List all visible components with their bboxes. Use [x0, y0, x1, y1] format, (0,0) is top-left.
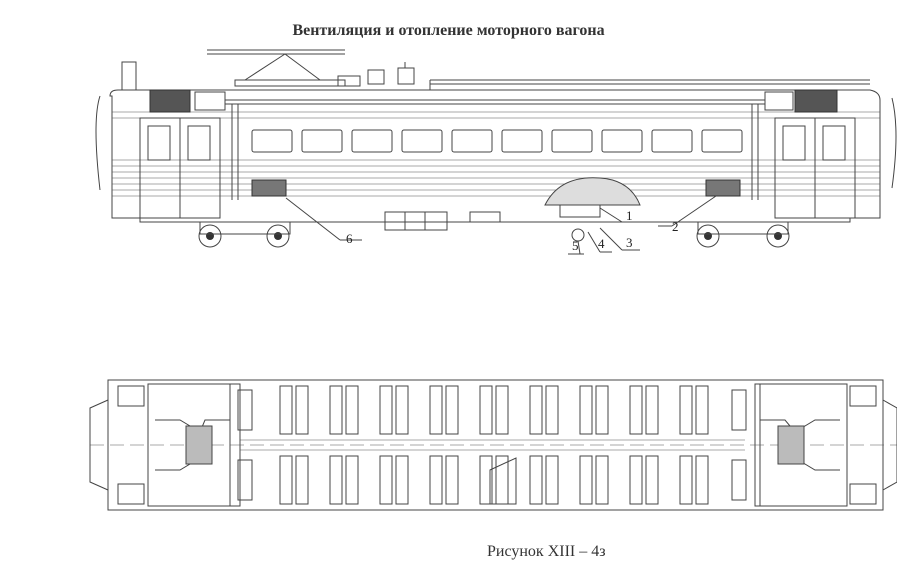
figure-caption: Рисунок XIII – 4з — [487, 543, 606, 560]
diagram-title: Вентиляция и отопление моторного вагона — [292, 22, 605, 39]
ventilation-units — [149, 89, 838, 113]
bogies — [198, 221, 790, 248]
plan-bogies — [155, 419, 840, 471]
doors — [139, 117, 856, 219]
callout-1: 1 — [626, 208, 633, 223]
underframe-equipment — [384, 177, 641, 242]
callout-leaders — [285, 195, 717, 255]
air-ducts — [225, 99, 765, 200]
body-ribs — [112, 111, 880, 197]
end-couplers — [89, 385, 897, 505]
side-windows — [251, 129, 743, 153]
pantograph — [207, 49, 346, 87]
callout-5: 5 — [572, 238, 579, 253]
callout-4: 4 — [598, 236, 605, 251]
side-view: 1 2 3 4 5 6 — [95, 49, 897, 255]
callout-6: 6 — [346, 231, 353, 246]
plan-view — [89, 379, 897, 511]
heaters — [251, 179, 741, 197]
plan-seats — [237, 385, 747, 505]
roof-equipment — [121, 61, 870, 91]
callout-2: 2 — [672, 219, 679, 234]
callout-3: 3 — [626, 235, 633, 250]
